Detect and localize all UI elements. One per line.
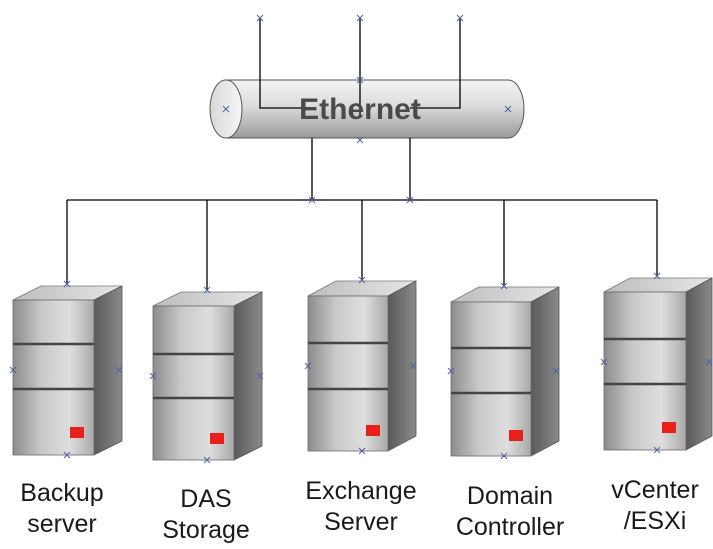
label-line1: vCenter [611,476,699,504]
label-line2: Server [324,508,398,536]
connection-handle-mark [9,366,17,374]
connection-handle-mark [358,447,366,455]
label-line2: server [27,510,97,538]
connection-handle-mark [504,105,512,113]
led-indicator [662,422,676,433]
label-domain-controller: Domain Controller [456,481,564,543]
connection-handle-mark [600,358,608,366]
connection-handle-mark [222,105,230,113]
connection-handle-mark [308,196,316,204]
connection-handle-mark [203,456,211,464]
connection-handle-mark [356,136,364,144]
connection-handle-mark [256,372,264,380]
connection-handle-mark [149,372,157,380]
connection-handle-mark [500,282,508,290]
connection-handle-mark [203,286,211,294]
connection-handle-mark [447,367,455,375]
connection-handle-mark [356,14,364,22]
label-line1: DAS [180,485,232,513]
ethernet-label: Ethernet [299,93,421,126]
label-line2: Storage [162,516,250,544]
connection-handle-mark [653,446,661,454]
led-indicator [70,427,84,438]
led-indicator [366,425,380,436]
connection-handle-mark [552,367,560,375]
led-indicator [509,430,523,441]
uplink-lines [259,18,461,115]
server-exchange [307,280,417,452]
label-backup-server: Backup server [20,478,103,540]
connection-handle-mark [409,362,417,370]
connection-handle-mark [705,358,713,366]
connection-handle-mark [653,272,661,280]
connection-handles [9,14,713,464]
connection-handle-mark [456,14,464,22]
connection-handle-mark [356,76,364,84]
server-backup [12,285,123,456]
label-line2: /ESXi [623,507,687,535]
label-line1: Exchange [305,477,417,505]
connection-handle-mark [256,14,264,22]
connection-handle-mark [115,366,123,374]
server-domain-controller [450,286,560,457]
label-das-storage: DAS Storage [162,484,250,546]
connection-handle-mark [63,451,71,459]
connection-handle-mark [358,276,366,284]
connection-handle-mark [304,362,312,370]
label-line1: Backup [20,479,104,507]
server-vcenter [603,277,713,451]
connection-handle-mark [406,196,414,204]
connection-handle-mark [500,452,508,460]
bus-lines [66,138,658,290]
label-exchange-server: Exchange Server [305,476,416,538]
server-das [152,291,263,461]
label-line1: Domain [466,482,554,510]
label-vcenter-esxi: vCenter /ESXi [611,475,699,537]
label-line2: Controller [455,513,565,541]
connection-handle-mark [63,280,71,288]
led-indicator [210,433,224,444]
ethernet-cable [209,79,525,139]
